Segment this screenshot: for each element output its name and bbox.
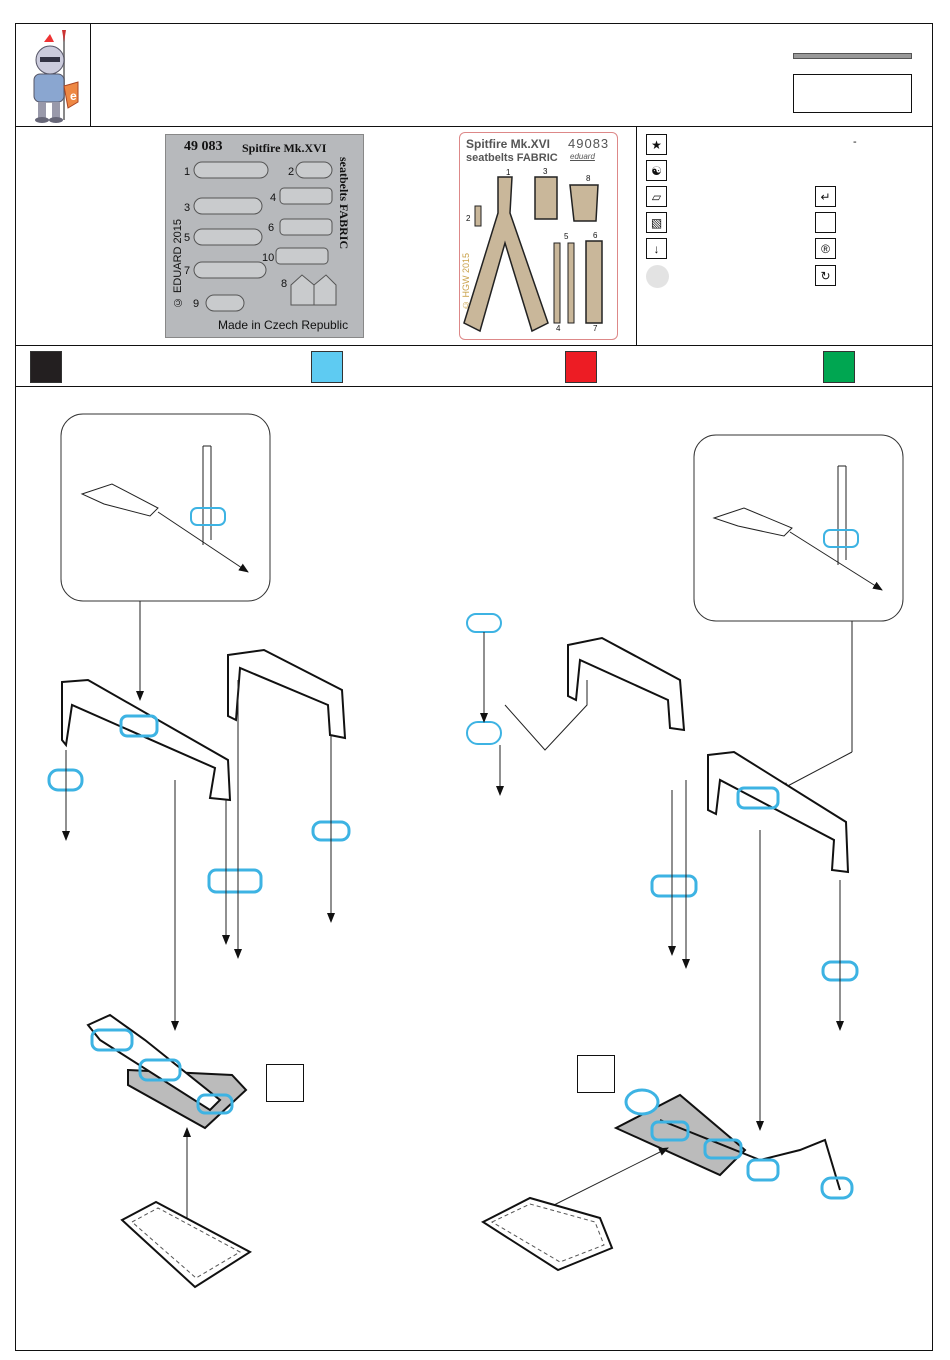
- fabric-part-number: 7: [593, 324, 598, 333]
- fabric-part-number: 3: [543, 167, 548, 176]
- fabric-part-number: 2: [466, 214, 471, 223]
- seatbelt-assembly-diagram: [0, 386, 950, 1351]
- color-swatch-green: [823, 351, 855, 383]
- right-detail-inset: [694, 435, 903, 621]
- fret-part-number: 2: [288, 166, 294, 178]
- header-divider: [15, 126, 933, 127]
- fabric-part-number: 8: [586, 174, 591, 183]
- knight-mascot-logo: e: [24, 30, 84, 124]
- bend-icon: ▱: [646, 186, 667, 207]
- fabric-part-number: 4: [556, 324, 561, 333]
- fret-parts: 1 2 3 4 5 6 7 8 9 10: [166, 135, 365, 339]
- legend-dash: -: [853, 136, 857, 148]
- scratch-icon: ▧: [646, 212, 667, 233]
- drill-icon: ↓: [646, 238, 667, 259]
- yin-yang-icon: ☯: [646, 160, 667, 181]
- blank-square-icon: [815, 212, 836, 233]
- step-box-left: [266, 1064, 304, 1102]
- fabric-part-number: 6: [593, 231, 598, 240]
- fabric-part-number: 5: [564, 232, 569, 241]
- svg-text:e: e: [70, 89, 77, 103]
- fabric-parts: 1 2 3 4 5 6 7 8: [460, 133, 619, 341]
- photo-etch-fret: 49 083 Spitfire Mk.XVI seatbelts FABRIC …: [165, 134, 364, 338]
- grey-circle-icon: [646, 265, 669, 288]
- fabric-seatbelt-sheet: Spitfire Mk.XVI seatbelts FABRIC 49083 e…: [459, 132, 618, 340]
- color-swatch-blue: [311, 351, 343, 383]
- color-swatch-red: [565, 351, 597, 383]
- left-detail-inset: [61, 414, 270, 601]
- color-swatch-black: [30, 351, 62, 383]
- header-box: [793, 74, 912, 113]
- fret-part-number: 8: [281, 278, 287, 290]
- logo-divider: [90, 23, 91, 126]
- legend-divider: [636, 126, 637, 345]
- fret-part-number: 4: [270, 192, 276, 204]
- fret-part-number: 1: [184, 166, 190, 178]
- star-icon: ★: [646, 134, 667, 155]
- fret-part-number: 5: [184, 232, 190, 244]
- rotate-icon: ↻: [815, 265, 836, 286]
- header-bar: [793, 53, 912, 59]
- step-box-right: [577, 1055, 615, 1093]
- fret-part-number: 10: [262, 252, 274, 264]
- fret-part-number: 3: [184, 202, 190, 214]
- return-arrow-icon: ↵: [815, 186, 836, 207]
- parts-divider: [15, 345, 933, 346]
- fret-part-number: 7: [184, 265, 190, 277]
- fret-part-number: 6: [268, 222, 274, 234]
- fret-part-number: 9: [193, 298, 199, 310]
- fabric-part-number: 1: [506, 168, 511, 177]
- r-circle-icon: ®: [815, 238, 836, 259]
